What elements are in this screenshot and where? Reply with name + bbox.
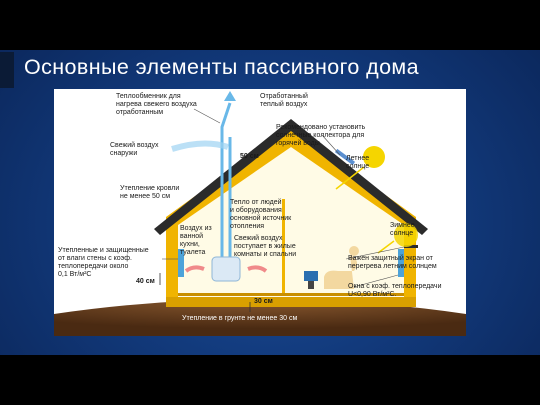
leader-solar (321, 134, 341, 156)
label-fresh-air: Свежий воздух снаружи (110, 142, 159, 157)
label-shade-screen: Важен защитный экран от перегрева летним… (348, 255, 437, 270)
leader-shade (345, 246, 405, 260)
slide-title: Основные элементы пассивного дома (24, 55, 419, 79)
heat-exchanger-unit (211, 256, 241, 282)
label-heat-exchanger: Теплообменник для нагрева свежего воздух… (116, 93, 197, 116)
duct-exhaust (220, 102, 232, 257)
label-walls: Утепленные и защищенные от влаги стены с… (58, 247, 149, 278)
exhaust-arrowhead (224, 91, 236, 101)
tv-stand (308, 281, 314, 289)
interior-wall (282, 199, 285, 293)
label-winter-sun: Зимнее солнце (390, 222, 415, 237)
title-accent (0, 52, 14, 88)
label-roof-insulation: Утепление кровли не менее 50 см (120, 185, 180, 200)
winter-sun (394, 223, 418, 247)
label-duct-air: Воздух из ванной кухни, туалета (180, 225, 212, 256)
diagram-graphics (54, 91, 466, 336)
label-floor-thickness: 30 см (254, 298, 273, 305)
person-head (349, 246, 359, 256)
ground (54, 299, 466, 336)
label-summer-sun: Летнее солнце (346, 155, 370, 170)
label-fresh-air-rooms: Свежий воздух поступает в жилые комнаты … (234, 235, 297, 258)
armchair (324, 255, 357, 289)
letterbox-bottom (0, 355, 540, 405)
label-windows: Окна с коэф. теплопередачи U<0,90 Вт/м²С… (348, 283, 442, 298)
sun-shade (404, 245, 418, 248)
label-wall-thickness: 40 см (136, 278, 155, 285)
floor-line (178, 293, 404, 296)
air-in-arrow (171, 140, 229, 152)
leader-windows (353, 274, 399, 288)
warm-air-left (184, 265, 205, 273)
winter-ray (377, 240, 395, 254)
warm-air-right (247, 265, 268, 273)
window-right (398, 249, 404, 277)
label-roof-thickness: 50 см (240, 153, 259, 160)
floor-slab (166, 297, 416, 307)
label-internal-heat: Тепло от людей и оборудования основной и… (230, 199, 292, 230)
leader-heat-exchanger (193, 108, 221, 124)
summer-sun (363, 146, 385, 168)
letterbox-top (0, 0, 540, 50)
summer-ray (335, 166, 365, 190)
label-exhaust-air: Отработанный теплый воздух (260, 93, 308, 108)
tv (304, 271, 318, 281)
solar-collector (334, 148, 356, 166)
window-left (178, 249, 184, 277)
label-ground-insulation: Утепление в грунте не менее 30 см (182, 315, 298, 322)
label-solar-collector: Рекомендовано установить солнечные колле… (276, 124, 366, 147)
passive-house-diagram: Теплообменник для нагрева свежего воздух… (54, 89, 466, 336)
